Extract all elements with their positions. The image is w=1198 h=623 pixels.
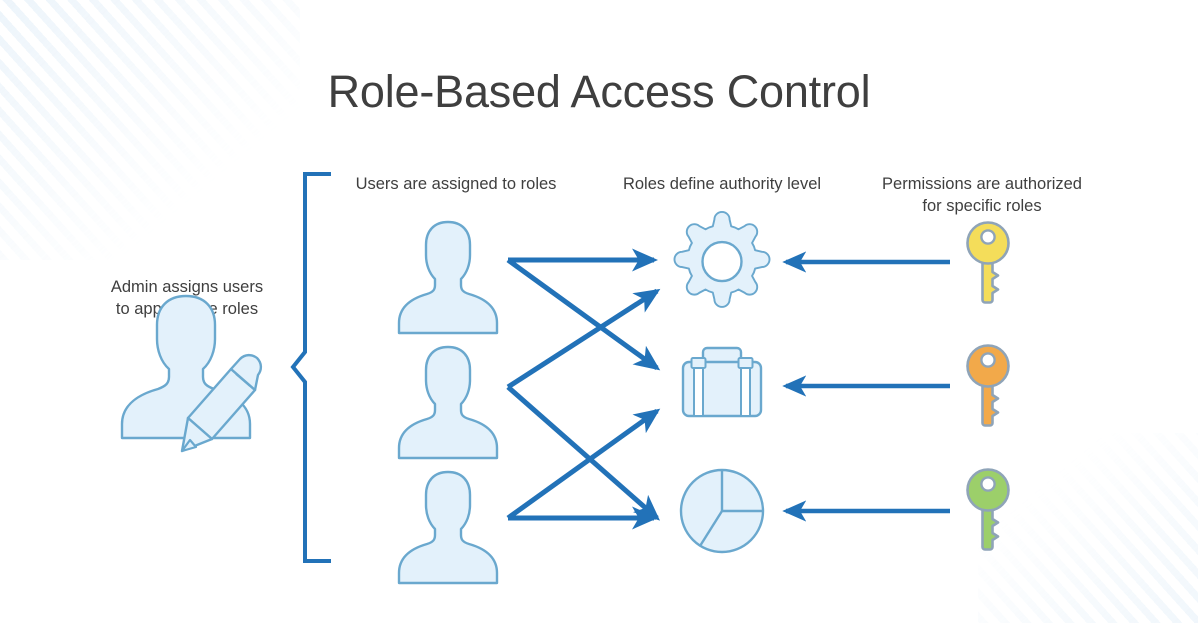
user-icon-3 bbox=[397, 470, 499, 585]
key-icon-green bbox=[966, 468, 1010, 551]
user-icon-2 bbox=[397, 345, 499, 460]
user-icon-1 bbox=[397, 220, 499, 335]
users-group-bracket bbox=[290, 172, 331, 563]
connector-user3-to-role-briefcase bbox=[506, 408, 661, 521]
admin-caption-line1: Admin assigns users bbox=[110, 278, 264, 296]
column-caption-users: Users are assigned to roles bbox=[355, 175, 557, 193]
column-caption-permissions-line1: Permissions are authorized bbox=[882, 175, 1082, 193]
key-icon-orange bbox=[966, 344, 1010, 427]
admin-user-pencil-icon bbox=[120, 294, 263, 453]
connector-user1-to-role-briefcase bbox=[506, 257, 661, 371]
connector-user2-to-role-gear bbox=[506, 288, 661, 390]
column-caption-permissions: Permissions are authorized for specific … bbox=[870, 173, 1094, 217]
pencil-icon bbox=[180, 353, 263, 453]
briefcase-icon bbox=[681, 346, 763, 418]
connector-user2-to-role-piechart bbox=[506, 385, 661, 521]
pie-chart-icon bbox=[679, 468, 765, 554]
gear-icon bbox=[673, 211, 771, 308]
key-icon-yellow bbox=[966, 221, 1010, 304]
column-caption-permissions-line2: for specific roles bbox=[922, 197, 1042, 215]
column-caption-roles: Roles define authority level bbox=[622, 175, 822, 193]
page-title: Role-Based Access Control bbox=[327, 66, 871, 117]
